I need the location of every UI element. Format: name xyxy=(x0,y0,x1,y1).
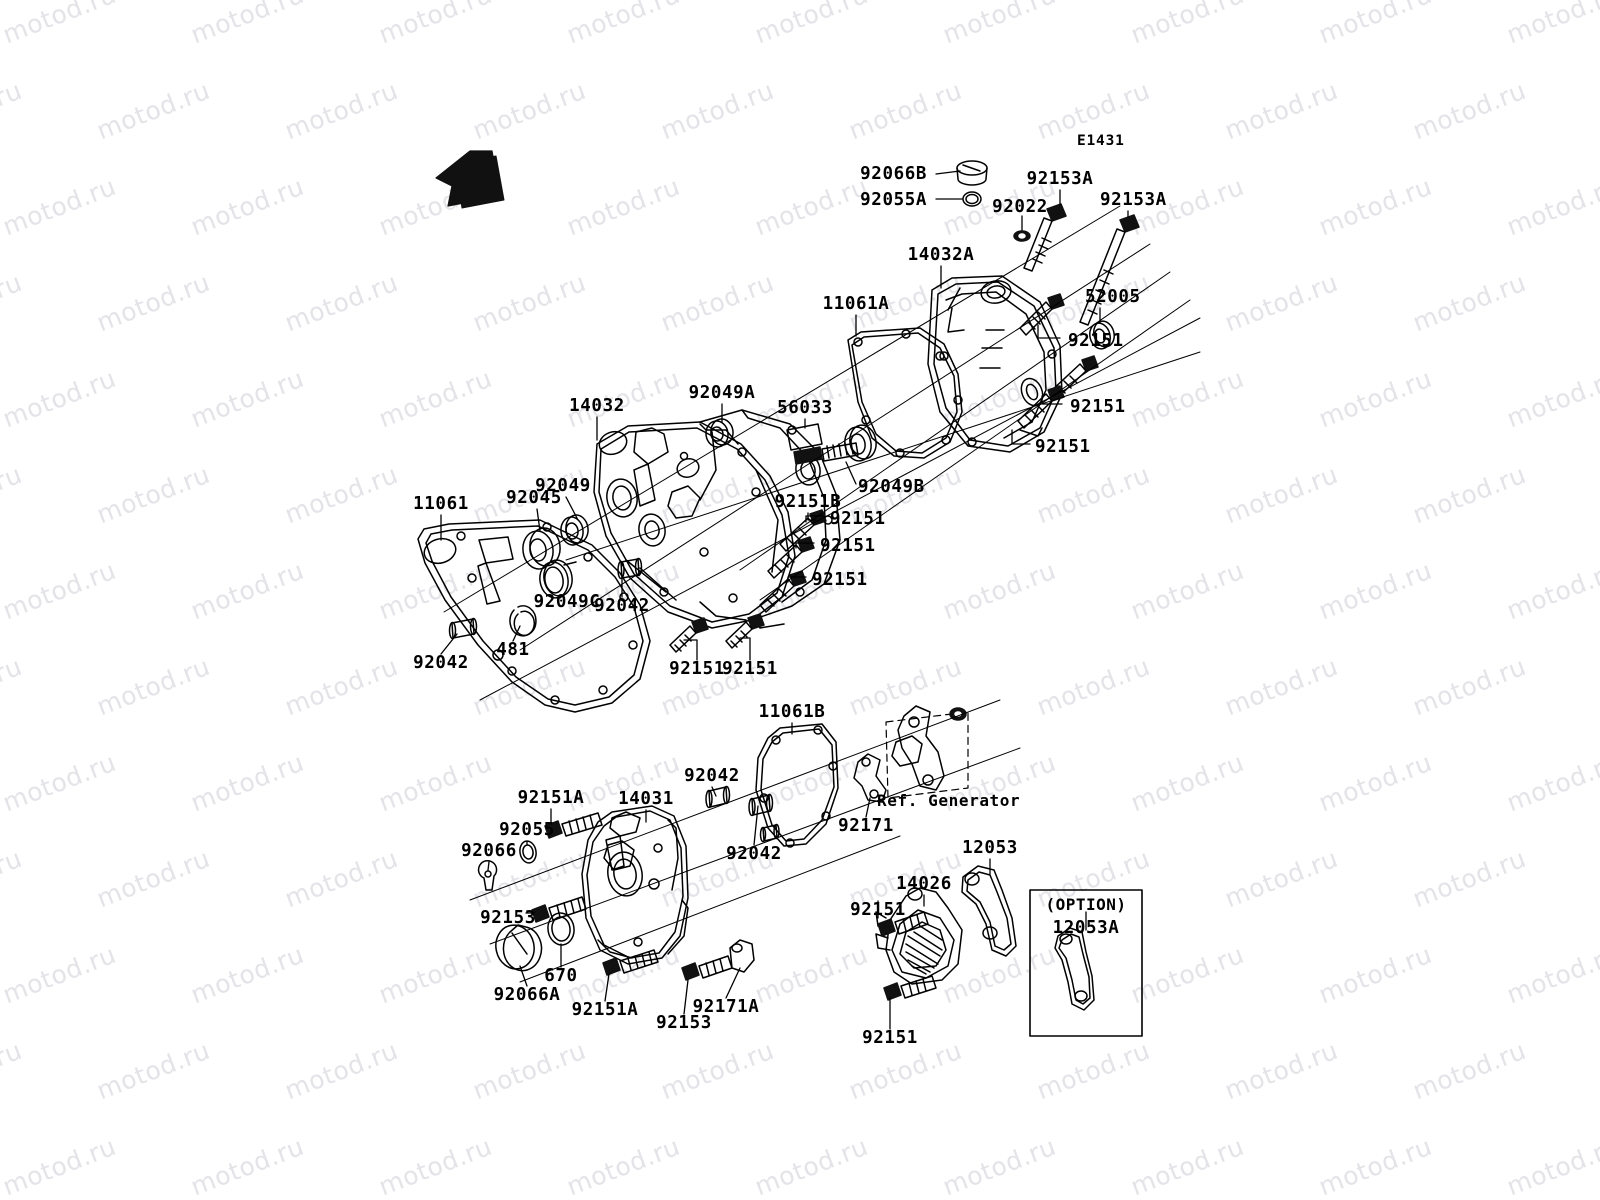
part-callout-92151a: 92151A xyxy=(517,788,585,808)
part-callout-92055a: 92055A xyxy=(860,190,927,210)
part-callout-92045: 92045 xyxy=(506,488,562,508)
part-callout-12053: 12053 xyxy=(962,838,1018,858)
part-callout-92066: 92066 xyxy=(461,841,517,861)
part-callout-92151: 92151 xyxy=(830,509,886,529)
dowel-92042-mid xyxy=(617,557,643,580)
ref-generator-box xyxy=(885,711,969,799)
option-box xyxy=(1029,889,1143,1037)
part-callout-92151a: 92151A xyxy=(571,1000,639,1020)
part-callout-92022: 92022 xyxy=(992,197,1048,217)
oil-seal-92049A xyxy=(705,418,734,448)
oil-seal-92049 xyxy=(560,514,589,546)
bolt-92151-cg1 xyxy=(877,911,929,937)
part-callout-92153a: 92153A xyxy=(1026,169,1094,189)
assembly-lines xyxy=(443,205,1201,983)
bolt-92151-b2 xyxy=(725,613,765,649)
part-callout-92151: 92151 xyxy=(1070,397,1126,417)
part-callout-92151: 92151 xyxy=(812,570,868,590)
part-callout-670: 670 xyxy=(544,966,578,986)
part-callout-92153: 92153 xyxy=(480,908,536,928)
part-callout-11061a: 11061A xyxy=(822,294,890,314)
clamp-92171A xyxy=(729,939,755,973)
bolt-92151-m3 xyxy=(759,570,807,613)
cover-14031 xyxy=(581,805,689,965)
part-callout-92042: 92042 xyxy=(684,766,740,786)
part-callout-52005: 52005 xyxy=(1085,287,1141,307)
bolt-92151-m2 xyxy=(767,536,815,579)
part-callout-14026: 14026 xyxy=(896,874,952,894)
clamp-92171 xyxy=(853,753,887,803)
part-callout-92066a: 92066A xyxy=(493,985,561,1005)
part-callout-92151: 92151 xyxy=(669,659,725,679)
part-callout-14031: 14031 xyxy=(618,789,674,809)
part-callout-14032a: 14032A xyxy=(907,245,975,265)
bolt-92153A-2 xyxy=(1079,214,1140,326)
part-callout-92171a: 92171A xyxy=(692,997,760,1017)
part-callout-92055: 92055 xyxy=(499,820,555,840)
part-callout-92153: 92153 xyxy=(656,1013,712,1033)
dowel-92042-l2 xyxy=(748,793,774,817)
cap-92066A xyxy=(495,924,543,972)
cover-14032A xyxy=(927,275,1063,453)
part-callout-92042: 92042 xyxy=(726,844,782,864)
part-callout-92151: 92151 xyxy=(862,1028,918,1048)
chain-guide-12053 xyxy=(961,865,1017,957)
ref-generator-label: Ref. Generator xyxy=(877,791,1021,810)
circlip-481 xyxy=(509,605,537,637)
gasket-11061 xyxy=(417,519,651,713)
part-callout-92151: 92151 xyxy=(820,536,876,556)
bolt-92151A-u xyxy=(544,812,603,839)
option-part-label: 12053A xyxy=(1052,918,1120,938)
dowel-92042-left xyxy=(448,617,478,640)
front-arrow-icon xyxy=(435,150,505,209)
part-callout-481: 481 xyxy=(496,640,530,660)
part-callout-92049: 92049 xyxy=(535,476,591,496)
part-callout-11061b: 11061B xyxy=(758,702,826,722)
cover-14026 xyxy=(875,887,963,985)
bolt-92153A-1 xyxy=(1023,203,1067,272)
part-callout-92151: 92151 xyxy=(1035,437,1091,457)
oring-92055A xyxy=(962,191,982,207)
callout-leaders xyxy=(440,170,1129,1030)
part-callout-14032: 14032 xyxy=(569,396,625,416)
washer-92022 xyxy=(1013,230,1031,242)
part-callout-56033: 56033 xyxy=(777,398,833,418)
part-callout-92153a: 92153A xyxy=(1100,190,1167,210)
cap-92066B xyxy=(956,160,988,186)
plate-56033 xyxy=(786,423,823,451)
plug-92066 xyxy=(477,859,498,891)
ref-generator-part xyxy=(891,705,945,791)
option-part-12053A xyxy=(1054,927,1095,1011)
part-callout-92151: 92151 xyxy=(1068,331,1124,351)
part-callout-11061: 11061 xyxy=(413,494,469,514)
bolt-92151-cg2 xyxy=(883,975,937,1001)
oil-seal-92049B xyxy=(844,424,877,462)
part-callout-92042: 92042 xyxy=(413,653,469,673)
part-callout-92151: 92151 xyxy=(850,900,906,920)
bearing-92045 xyxy=(522,527,561,570)
diagram-code: E1431 xyxy=(1077,133,1125,149)
option-title: (OPTION) xyxy=(1045,895,1127,914)
part-callout-92171: 92171 xyxy=(838,816,894,836)
part-callout-92049a: 92049A xyxy=(688,383,756,403)
part-callout-92151b: 92151B xyxy=(774,492,842,512)
bolt-92151A-b xyxy=(602,949,659,976)
part-callout-92049b: 92049B xyxy=(858,477,925,497)
part-callout-92049c: 92049C xyxy=(533,592,601,612)
part-callout-92042: 92042 xyxy=(594,596,650,616)
part-callout-92151: 92151 xyxy=(722,659,778,679)
part-callout-92066b: 92066B xyxy=(860,164,927,184)
